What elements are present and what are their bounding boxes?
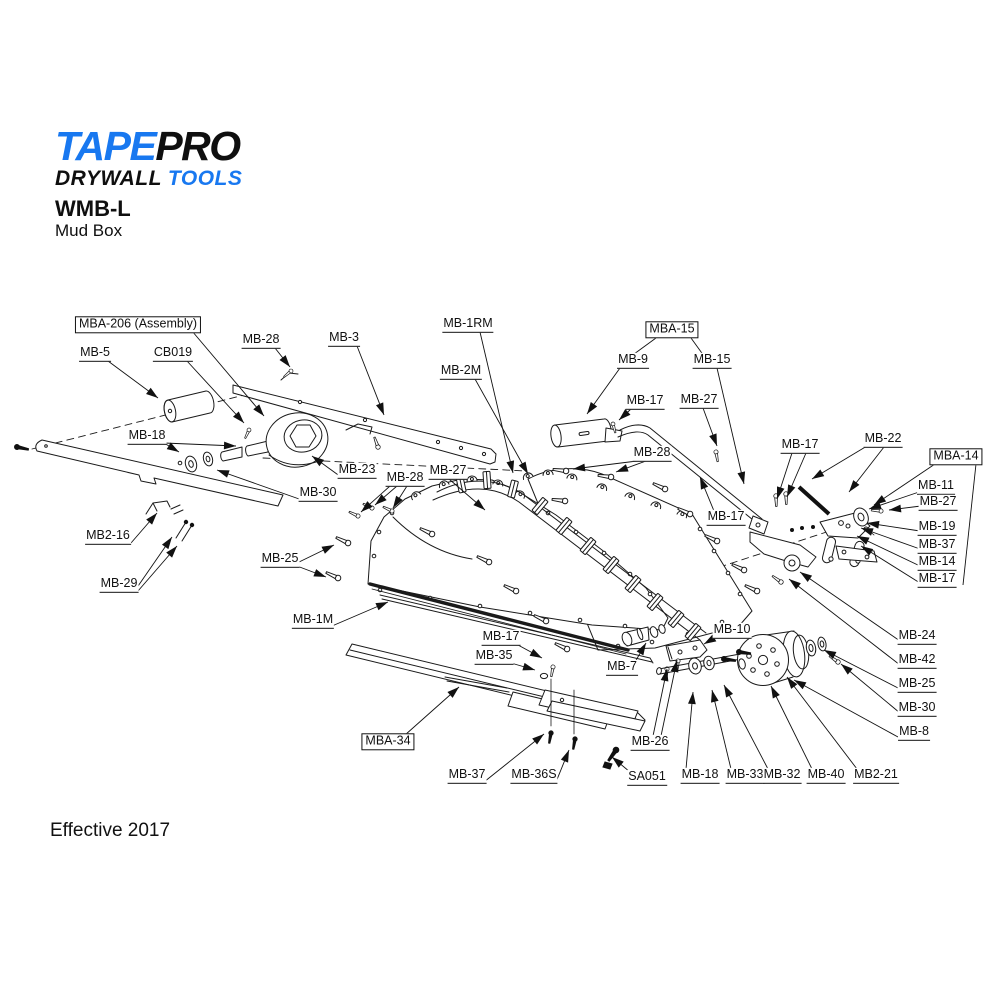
logo-pro-text: PRO xyxy=(155,123,241,169)
skid-channel xyxy=(345,643,646,770)
centerlines xyxy=(31,392,855,587)
wheel-drive xyxy=(656,630,827,686)
base-runner xyxy=(368,582,654,664)
roller-and-brackets xyxy=(621,624,708,680)
logo-tapepro: TAPEPRO xyxy=(55,126,242,167)
logo-drywall-text: DRYWALL xyxy=(55,167,162,190)
handle-and-arch xyxy=(550,418,769,535)
cylinder-mb5 xyxy=(163,390,215,423)
logo-tape-text: TAPE xyxy=(55,123,157,169)
effective-date: Effective 2017 xyxy=(50,820,171,841)
brand-header: TAPEPRO DRYWALL TOOLS WMB-L Mud Box xyxy=(55,126,242,242)
upper-rail xyxy=(232,367,497,465)
lower-rail xyxy=(13,439,284,542)
knob-assembly xyxy=(184,412,329,473)
model-code: WMB-L xyxy=(55,196,131,222)
product-name: Mud Box xyxy=(55,221,123,241)
logo-subtitle: DRYWALL TOOLS xyxy=(55,167,242,190)
logo-tools-text: TOOLS xyxy=(167,167,243,190)
cleat-track xyxy=(432,470,707,642)
linkage-assembly xyxy=(749,485,884,666)
